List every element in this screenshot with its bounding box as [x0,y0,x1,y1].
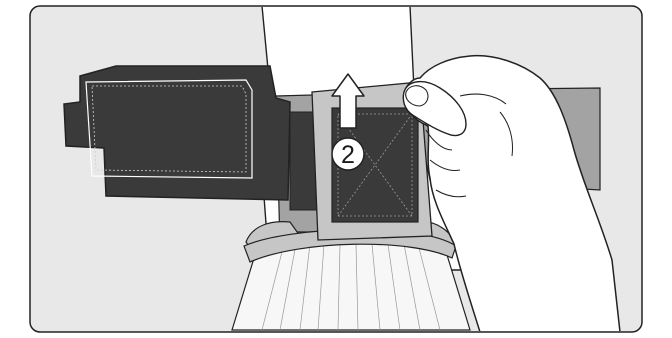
step-number-badge-icon: 2 [332,138,364,170]
step-number-label: 2 [341,141,355,169]
